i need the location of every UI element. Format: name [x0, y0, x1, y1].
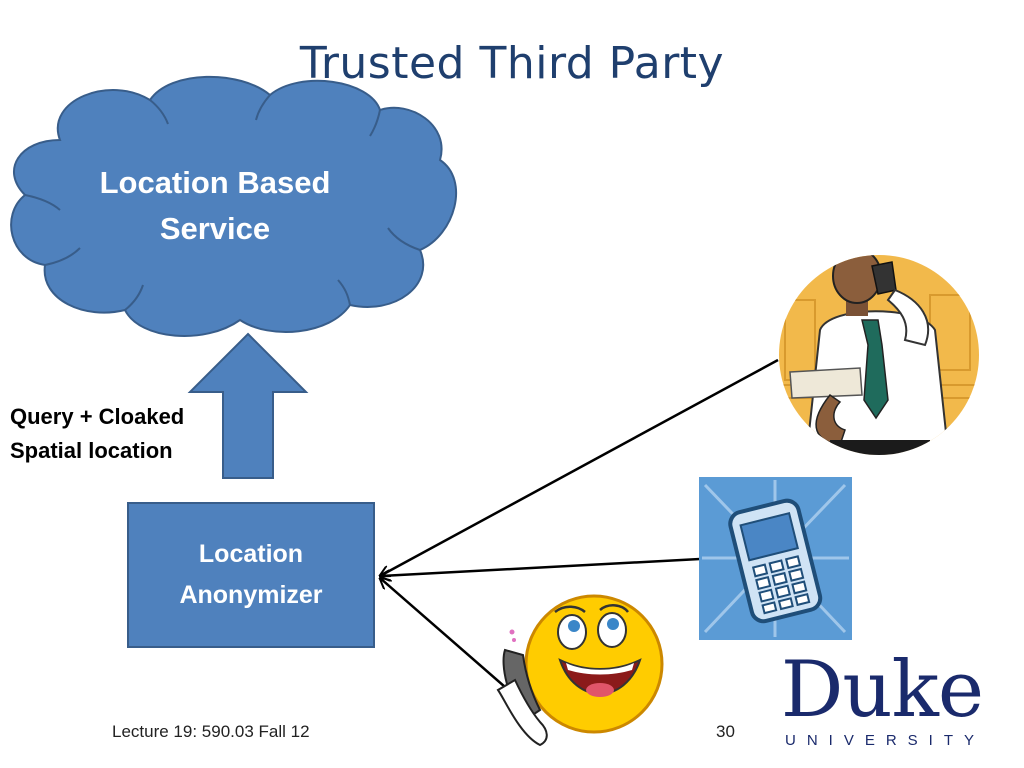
footer-lecture: Lecture 19: 590.03 Fall 12 — [112, 722, 310, 741]
slide-title: Trusted Third Party — [299, 38, 725, 89]
location-anonymizer-box: Location Anonymizer — [127, 502, 375, 648]
duke-logo-subtitle: UNIVERSITY — [784, 732, 985, 749]
connector-phone — [380, 557, 701, 576]
businessman-clipart — [779, 255, 979, 455]
cloud-inner-lines — [24, 94, 421, 311]
page-number: 30 — [716, 722, 735, 741]
cloud-label-text: Location Based Service — [99, 165, 331, 246]
duke-logo: Duke UNIVERSITY — [766, 650, 998, 749]
connector-smiley — [380, 578, 521, 701]
smiley-phone-clipart — [496, 594, 664, 747]
up-arrow — [187, 332, 309, 479]
connector-businessman — [380, 358, 779, 576]
cellphone-icon — [699, 477, 852, 640]
cloud-label-location-based-service: Location Based Service — [60, 160, 370, 252]
arrow-label-query: Query + Cloaked Spatial location — [10, 404, 185, 463]
duke-logo-word: Duke — [780, 645, 984, 735]
cloud-shape — [10, 75, 457, 337]
location-anonymizer-label: Location Anonymizer — [179, 540, 323, 609]
